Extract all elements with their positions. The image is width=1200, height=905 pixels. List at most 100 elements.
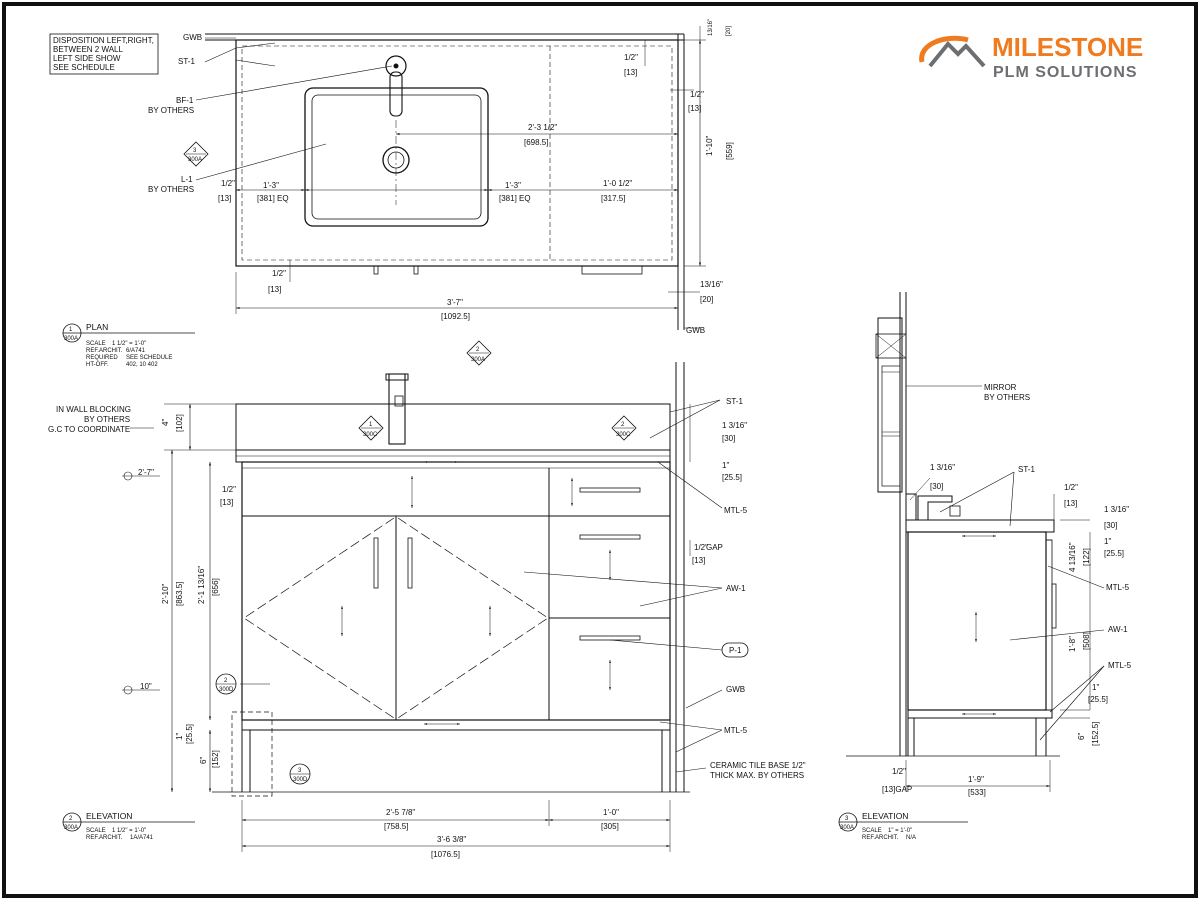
title-row-key: REF.ARCHIT.	[86, 835, 123, 841]
title-row-value: 1 1/2" = 1'-0"	[112, 828, 146, 834]
title-name: PLAN	[86, 322, 108, 332]
title-row-value: 402, 10 402	[126, 362, 158, 368]
title-number: 2	[69, 816, 73, 822]
title-row-key: REQUIRED	[86, 355, 118, 361]
dim-text: [13]GAP	[882, 785, 912, 794]
callout-1-300c: 1 300C	[358, 415, 384, 441]
plan-st1-label: ST-1	[178, 57, 195, 66]
elev2-tile-label: CERAMIC TILE BASE 1/2"	[710, 761, 806, 770]
note-line: DISPOSITION LEFT,RIGHT,	[53, 36, 154, 45]
dim-text: 1 3/16"	[722, 421, 747, 430]
title-row-key: SCALE	[86, 828, 106, 834]
dim-text: 1/2"	[694, 543, 708, 552]
plan-gwb-label: GWB	[183, 33, 202, 42]
plan-by-others-label: BY OTHERS	[148, 185, 194, 194]
title-row-value: 6/A741	[126, 348, 146, 354]
dim-text: [30]	[722, 434, 735, 443]
title-row-key: SCALE	[862, 828, 882, 834]
dim-text: [13]	[692, 556, 705, 565]
elev3-mtl5-label: MTL-5	[1108, 661, 1132, 670]
dim-text: 3'-7"	[447, 298, 463, 307]
dim-text: [20]	[700, 295, 713, 304]
callout-3-300d: 3 300D	[289, 763, 311, 785]
elevation-3-view	[846, 292, 1105, 792]
dim-text: [152]	[211, 750, 220, 768]
dim-text: 1/2"	[221, 179, 235, 188]
title-ref: 300A	[64, 336, 78, 342]
note-line: SEE SCHEDULE	[53, 63, 115, 72]
note-line: BY OTHERS	[84, 415, 130, 424]
dim-text: 1"	[175, 733, 184, 740]
dim-text: 1'-9"	[968, 775, 984, 784]
title-name: ELEVATION	[86, 811, 132, 821]
note-line: IN WALL BLOCKING	[56, 405, 131, 414]
dim-text: [381] EQ	[257, 194, 289, 203]
callout-ref: 300A	[471, 357, 485, 363]
elev2-st1-label: ST-1	[726, 397, 743, 406]
dim-text: 6"	[1077, 733, 1086, 740]
callout-number: 2	[476, 347, 480, 353]
dim-text: 1'-3"	[505, 181, 521, 190]
elev2-p1-label: P-1	[729, 646, 742, 655]
dim-text: 1'-8"	[1068, 636, 1077, 652]
dim-text: [20]	[726, 26, 732, 36]
title-row-value: 1A/A741	[130, 835, 154, 841]
elev3-aw1-label: AW-1	[1108, 625, 1128, 634]
title-row-key: REF.ARCHIT.	[86, 348, 123, 354]
dim-text: 1/2"	[272, 269, 286, 278]
dim-text: [30]	[1104, 521, 1117, 530]
callout-ref: 300C	[363, 432, 378, 438]
elev3-st1-label: ST-1	[1018, 465, 1035, 474]
callout-number: 3	[193, 148, 197, 154]
dim-text: [533]	[968, 788, 986, 797]
callout-2-300d: 2 300D	[215, 673, 237, 695]
dim-text: [758.5]	[384, 822, 408, 831]
dim-text: [25.5]	[1104, 549, 1124, 558]
note-line: LEFT SIDE SHOW	[53, 54, 121, 63]
callout-ref: 300D	[219, 687, 234, 693]
callout-3-300a: 3 300A	[183, 141, 209, 167]
dim-text: 4"	[161, 419, 170, 426]
elev3-mirror-by-label: BY OTHERS	[984, 393, 1030, 402]
dim-text: 6"	[199, 757, 208, 764]
dim-text: [1092.5]	[441, 312, 470, 321]
dim-text: 13/16"	[708, 19, 714, 36]
elev3-mtl5-label: MTL-5	[1106, 583, 1130, 592]
plan-by-others-label: BY OTHERS	[148, 106, 194, 115]
logo-tagline: PLM SOLUTIONS	[993, 64, 1138, 81]
dim-text: 1/2"	[892, 767, 906, 776]
elev2-tile-label: THICK MAX. BY OTHERS	[710, 771, 804, 780]
dim-text: [25.5]	[185, 724, 194, 744]
dim-text: 1 3/16"	[1104, 505, 1129, 514]
dim-text: [152.5]	[1091, 722, 1100, 746]
dim-text: 1"	[1092, 683, 1099, 692]
dim-text: [13]	[218, 194, 231, 203]
dim-text: [13]	[688, 104, 701, 113]
title-row-value: N/A	[906, 835, 916, 841]
title-row-key: HT-OFF.	[86, 362, 109, 368]
dim-text: 2'-3 1/2"	[528, 123, 557, 132]
title-row-key: SCALE	[86, 341, 106, 347]
elev2-gwb-label: GWB	[726, 685, 745, 694]
dim-text: 2'-10"	[161, 583, 170, 604]
dim-text: [25.5]	[1088, 695, 1108, 704]
elev3-mirror-label: MIRROR	[984, 383, 1017, 392]
title-row-value: 1" = 1'-0"	[888, 828, 912, 834]
logo-brand: MILESTONE	[992, 32, 1143, 62]
section-marker-2-300a: 2 300A	[466, 340, 492, 366]
dim-text: [559]	[725, 142, 734, 160]
dim-text: 2'-7"	[138, 468, 154, 477]
note-line: G.C TO COORDINATE	[48, 425, 130, 434]
dim-text: 1'-3"	[263, 181, 279, 190]
callout-ref: 300D	[293, 777, 308, 783]
dim-text: 1/2"	[624, 53, 638, 62]
dim-text: 2'-5 7/8"	[386, 808, 415, 817]
callout-ref: 300A	[188, 157, 202, 163]
dim-text: [698.5]	[524, 138, 548, 147]
elevation-3-title: 3 300A ELEVATION SCALE 1" = 1'-0" REF.AR…	[838, 811, 968, 841]
elevation-2-title: 2 300A ELEVATION SCALE 1 1/2" = 1'-0" RE…	[62, 811, 195, 841]
dim-text: [122]	[1082, 548, 1091, 566]
